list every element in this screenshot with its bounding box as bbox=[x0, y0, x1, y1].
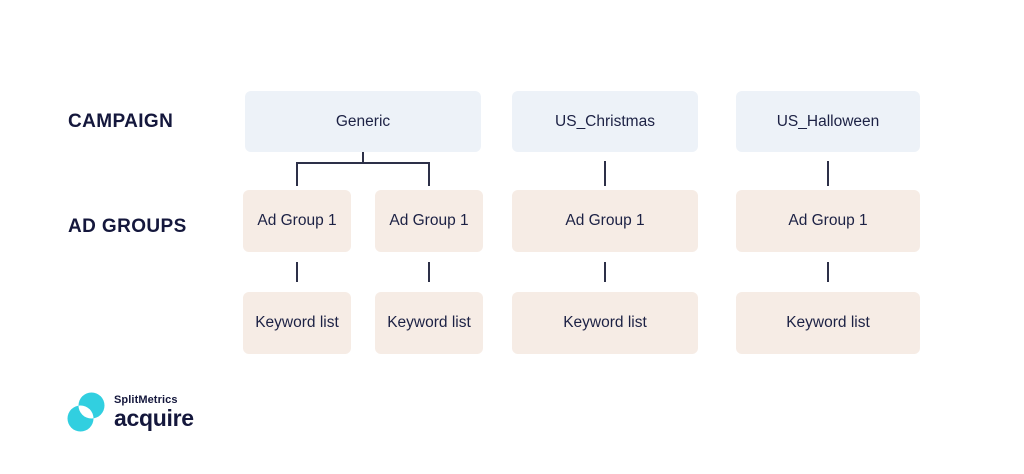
connector-generic-stub bbox=[362, 152, 364, 164]
campaign-box-us-halloween: US_Halloween bbox=[736, 91, 920, 152]
connector-halloween-drop bbox=[827, 161, 829, 186]
connector-keyword-drop-1 bbox=[296, 262, 298, 282]
campaign-box-us-christmas: US_Christmas bbox=[512, 91, 698, 152]
ad-group-box-generic-1: Ad Group 1 bbox=[243, 190, 351, 252]
overlapping-circles-icon bbox=[65, 391, 107, 433]
connector-keyword-drop-4 bbox=[827, 262, 829, 282]
ad-group-box-christmas: Ad Group 1 bbox=[512, 190, 698, 252]
connector-keyword-drop-3 bbox=[604, 262, 606, 282]
campaign-box-generic: Generic bbox=[245, 91, 481, 152]
logo-brand-text: SplitMetrics bbox=[114, 393, 178, 406]
logo-product-text: acquire bbox=[114, 405, 194, 432]
keyword-list-box-christmas: Keyword list bbox=[512, 292, 698, 354]
ad-group-box-halloween: Ad Group 1 bbox=[736, 190, 920, 252]
connector-generic-horizontal bbox=[296, 162, 430, 164]
connector-keyword-drop-2 bbox=[428, 262, 430, 282]
connector-generic-left-drop bbox=[296, 162, 298, 186]
keyword-list-box-halloween: Keyword list bbox=[736, 292, 920, 354]
connector-christmas-drop bbox=[604, 161, 606, 186]
ad-group-box-generic-2: Ad Group 1 bbox=[375, 190, 483, 252]
campaign-row-label: CAMPAIGN bbox=[68, 111, 174, 132]
connector-generic-right-drop bbox=[428, 162, 430, 186]
splitmetrics-acquire-logo: SplitMetrics acquire bbox=[65, 391, 194, 433]
keyword-list-box-generic-1: Keyword list bbox=[243, 292, 351, 354]
keyword-list-box-generic-2: Keyword list bbox=[375, 292, 483, 354]
ad-groups-row-label: AD GROUPS bbox=[68, 216, 187, 237]
